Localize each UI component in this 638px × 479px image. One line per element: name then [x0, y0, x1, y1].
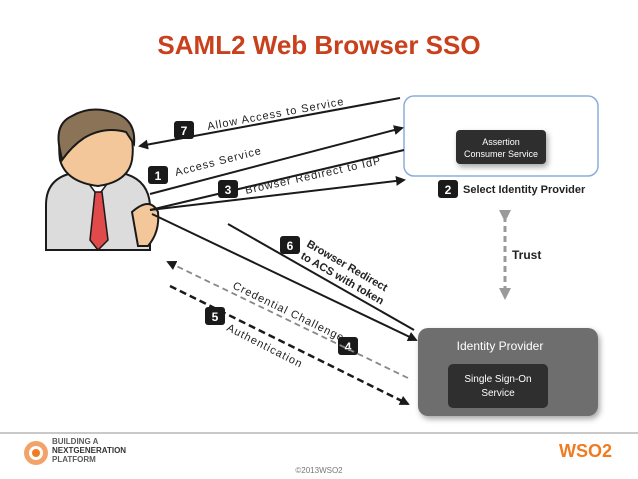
- trust-label: Trust: [512, 248, 541, 262]
- step4-number: 4: [345, 340, 352, 354]
- step2-label: Select Identity Provider: [463, 184, 586, 196]
- step3-number: 3: [225, 183, 232, 197]
- step7-number: 7: [181, 124, 188, 138]
- step7-badge: [174, 121, 194, 139]
- user-icon: [45, 108, 160, 252]
- copyright-text: ©2013WSO2: [295, 466, 343, 475]
- sso-label-line2: Service: [481, 388, 515, 399]
- platform-tagline: BUILDING A NEXTGENERATION PLATFORM: [52, 437, 126, 464]
- step1-number: 1: [155, 169, 162, 183]
- step1-badge: [148, 166, 168, 184]
- step2-badge: [438, 180, 458, 198]
- step3-badge: [218, 180, 238, 198]
- step1-arrow: [149, 125, 404, 195]
- step6-arrow: [227, 223, 415, 331]
- platform-line2: NEXTGENERATION: [52, 446, 127, 455]
- step5-badge: [205, 307, 225, 325]
- identity-provider-label: Identity Provider: [457, 339, 544, 353]
- page-title: SAML2 Web Browser SSO: [157, 30, 481, 60]
- step5-arrow: [169, 284, 410, 406]
- step3-arrow-a: [149, 149, 405, 211]
- footer-divider: [0, 432, 638, 434]
- step5-number: 5: [212, 310, 219, 324]
- assertion-label-line1: Assertion: [482, 137, 520, 147]
- assertion-label-line2: Consumer Service: [464, 149, 538, 159]
- nextgen-logo-icon: [24, 441, 48, 465]
- credential-challenge-arrow: [166, 260, 409, 379]
- step6-badge: [280, 236, 300, 254]
- wso2-logo: WSO2: [558, 441, 612, 461]
- platform-line3: PLATFORM: [52, 455, 96, 464]
- step7-label: Allow Access to Service: [206, 96, 345, 133]
- step2-number: 2: [445, 183, 452, 197]
- step3-arrow-b: [149, 175, 406, 211]
- assertion-consumer-service-box: [456, 130, 546, 164]
- sso-label-line1: Single Sign-On: [464, 374, 531, 385]
- step6-number: 6: [287, 239, 294, 253]
- platform-line1: BUILDING A: [52, 437, 99, 446]
- step1-label: Access Service: [174, 145, 263, 179]
- step4-arrow: [151, 213, 418, 342]
- single-sign-on-service-box: [448, 364, 548, 408]
